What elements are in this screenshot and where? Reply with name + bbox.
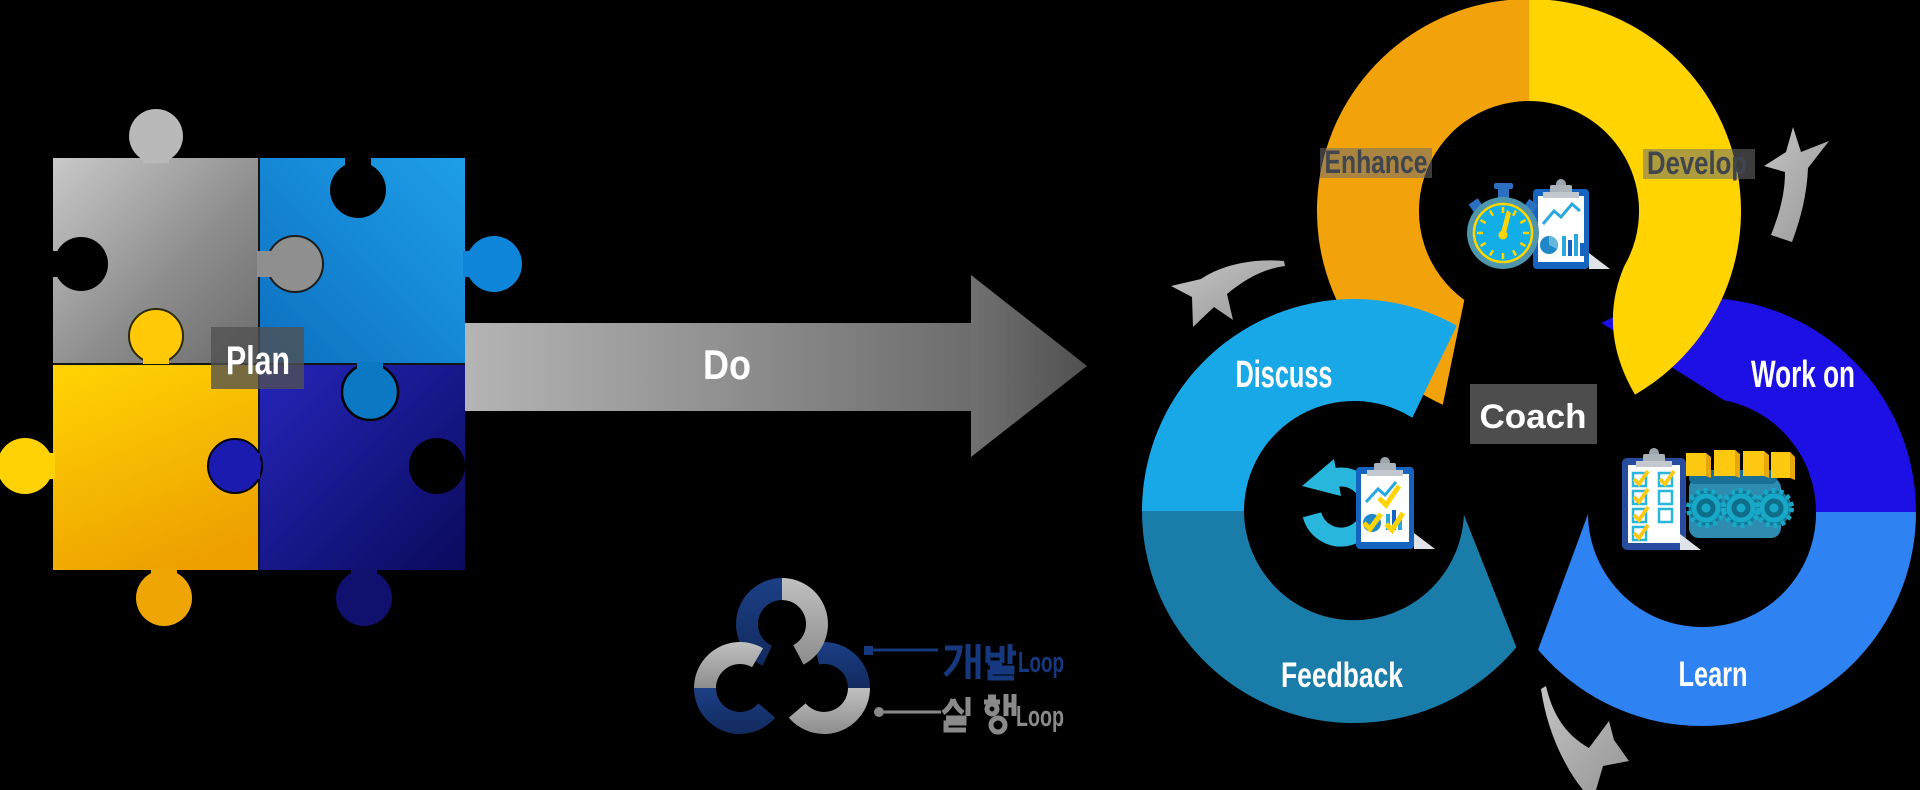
svg-text:Discuss: Discuss [1236, 354, 1333, 396]
svg-text:Loop: Loop [1016, 701, 1064, 733]
svg-text:Do: Do [703, 341, 751, 388]
svg-text:Coach: Coach [1480, 398, 1587, 436]
svg-text:Enhance: Enhance [1325, 144, 1428, 180]
svg-text:Develop: Develop [1647, 145, 1747, 181]
svg-text:Plan: Plan [226, 339, 290, 383]
svg-text:Loop: Loop [1018, 647, 1064, 679]
svg-text:Learn: Learn [1679, 655, 1748, 694]
svg-text:Feedback: Feedback [1281, 656, 1403, 695]
svg-text:Work on: Work on [1751, 354, 1855, 396]
